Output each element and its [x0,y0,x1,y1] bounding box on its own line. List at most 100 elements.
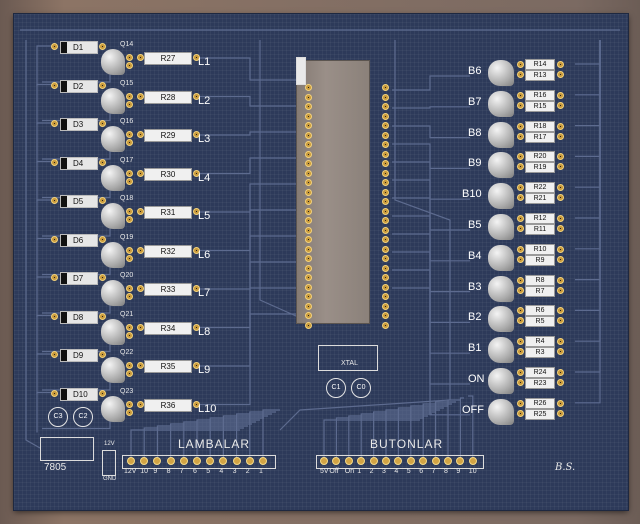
lamp-output-label: L8 [198,325,211,338]
xtal-label: XTAL [341,360,358,367]
chip-pin-pad [305,179,312,186]
trace [392,251,470,354]
lambalar-header [122,455,276,469]
resistor: R15 [525,100,555,112]
resistor: R25 [525,408,555,420]
butonlar-pin-label: 5 [406,468,411,475]
resistor: R35 [144,360,192,373]
diode-band [61,42,67,53]
trace [198,313,305,406]
diode: D3 [60,118,98,131]
trace [262,409,280,457]
pad [193,131,200,138]
pad [51,235,58,243]
trace [198,183,305,213]
button-label: B4 [468,249,482,262]
button-transistor [488,152,514,179]
chip-pin1-resistor [296,57,306,85]
pad [517,91,524,99]
resistor: R19 [525,162,555,174]
trace [575,40,601,157]
button-transistor [488,275,514,302]
pad [517,184,524,192]
lambalar-pin-pad [140,457,149,465]
pad [517,286,524,294]
pad [517,225,524,232]
trace [196,419,260,457]
transistor [101,318,125,345]
pad [126,331,133,339]
trace [575,40,601,311]
pad [126,62,133,69]
trace [198,261,305,329]
diode-label: D1 [73,43,84,52]
resistor: R30 [144,167,192,181]
pad [99,43,106,50]
pad [557,307,564,315]
transistor [101,49,125,75]
lambalar-pin-pad [219,457,228,465]
resistor: R28 [144,90,192,104]
trace [323,419,420,457]
diode-band [61,388,67,400]
pad [557,215,564,222]
butonlar-pin-label: 7 [431,468,436,475]
pad [517,307,524,315]
button-transistor [488,306,514,333]
chip-pin-pad [382,131,389,139]
chip-pin-pad [382,293,389,300]
trace [249,411,276,457]
trace [397,407,444,457]
diode: D5 [60,195,98,208]
trace [198,157,305,175]
trace [422,403,452,457]
button-transistor [488,90,514,117]
transistor [101,164,125,191]
butonlar-pin-label: Off [329,468,339,475]
transistor [101,126,125,152]
diode-label: D7 [73,274,84,283]
button-label: B7 [468,95,482,108]
transistor [101,357,125,383]
butonlar-pin-pad [332,457,341,465]
butonlar-pin-label: 9 [456,468,461,475]
chip-pin-pad [382,198,389,205]
diode-label: D8 [73,312,84,322]
pad [126,362,133,369]
power-cap-c3: C3 [48,407,68,427]
diode: D4 [60,156,98,170]
trace [392,215,470,293]
diode-band [61,234,67,246]
trace [468,395,474,457]
chip-pin-pad [305,321,312,329]
lamp-output-label: L5 [198,210,211,222]
trace [392,269,470,385]
diode: D7 [60,272,98,285]
chip-pin-pad [382,169,389,177]
lambalar-pin-pad [166,457,175,465]
pad [99,158,106,166]
pad [193,54,200,61]
trace [348,415,428,457]
button-label: B9 [468,157,482,170]
butonlar-pin-pad [320,457,328,465]
chip-pin-pad [382,245,389,253]
trace [36,353,55,394]
lamp-output-label: L6 [198,248,211,261]
lambalar-pin-pad [259,457,267,465]
butonlar-pin-pad [444,457,452,465]
regulator-outline [40,437,94,461]
button-transistor [488,244,514,271]
lamp-output-label: L1 [198,56,211,68]
resistor: R5 [525,316,555,328]
lambalar-pin-label: 12V [124,468,137,475]
diode: D2 [60,79,98,93]
resistor: R24 [525,367,555,378]
butonlar-pin-pad [468,457,477,465]
pad [99,312,106,320]
diode-band [61,119,67,130]
trace [209,417,264,457]
pad [557,317,564,325]
pad [137,285,144,292]
